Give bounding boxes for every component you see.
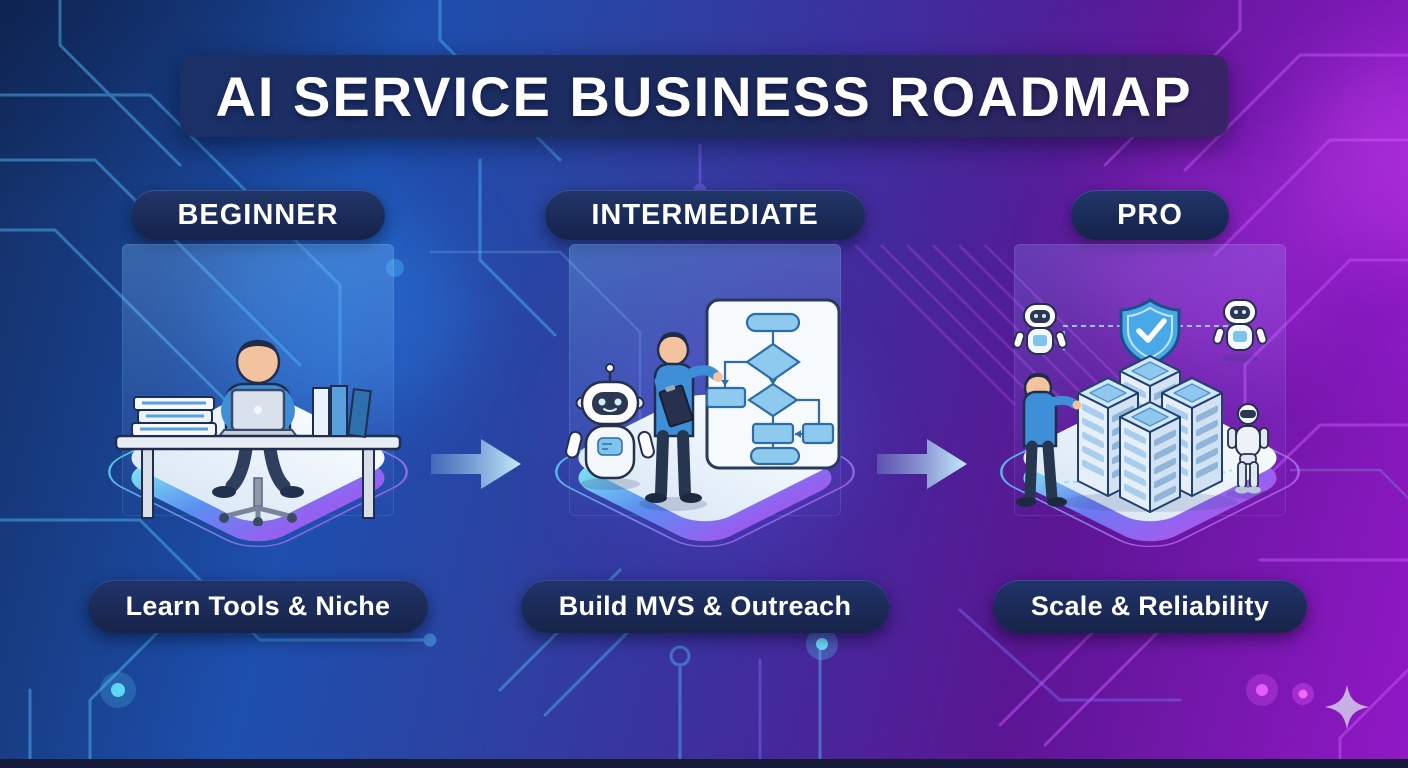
desk: [114, 434, 402, 451]
book-stack-icon: [131, 396, 217, 437]
bottom-edge-band: [0, 759, 1408, 768]
robot-icon: [565, 363, 655, 480]
scene-intermediate: [537, 244, 873, 574]
person-figure: [1016, 373, 1082, 507]
stage-label-pro: PRO: [1071, 190, 1229, 240]
caption-beginner: Learn Tools & Niche: [87, 580, 429, 633]
stage-intermediate: INTERMEDIATE: [520, 190, 890, 633]
shield-check-icon: [1119, 298, 1181, 367]
humanoid-robot-icon: [1226, 403, 1270, 499]
standing-books-icon: [312, 385, 372, 439]
stage-pro: PRO: [982, 190, 1318, 633]
sparkle-icon: [1324, 684, 1370, 730]
scene-beginner: [90, 244, 426, 574]
robot-icon: [1012, 303, 1068, 355]
server-farm-illustration: [1012, 298, 1270, 513]
stage-label-text: PRO: [1117, 198, 1183, 231]
person-desk-illustration: [114, 339, 402, 526]
server-racks-icon: [1077, 355, 1223, 513]
robot-icon: [1212, 299, 1268, 362]
arrow-right-icon: [877, 439, 967, 489]
stage-label-intermediate: INTERMEDIATE: [545, 190, 865, 240]
person-figure: [645, 332, 723, 503]
page-title: AI SERVICE BUSINESS ROADMAP: [215, 64, 1193, 128]
caption-text: Learn Tools & Niche: [125, 591, 391, 621]
robot-flowchart-illustration: [565, 298, 841, 511]
stage-label-text: BEGINNER: [177, 198, 339, 231]
caption-intermediate: Build MVS & Outreach: [520, 580, 890, 633]
caption-text: Build MVS & Outreach: [558, 591, 852, 621]
scene-pro: [982, 244, 1318, 574]
clipboard-icon: [658, 384, 694, 428]
office-chair-icon: [212, 442, 304, 526]
title-banner: AI SERVICE BUSINESS ROADMAP: [180, 55, 1228, 137]
arrow-right-icon: [431, 439, 521, 489]
flowchart-board-icon: [705, 298, 841, 470]
stage-label-text: INTERMEDIATE: [591, 198, 819, 231]
stage-beginner: BEGINNER: [87, 190, 429, 633]
caption-text: Scale & Reliability: [1030, 591, 1270, 621]
stage-label-beginner: BEGINNER: [131, 190, 385, 240]
caption-pro: Scale & Reliability: [992, 580, 1308, 633]
